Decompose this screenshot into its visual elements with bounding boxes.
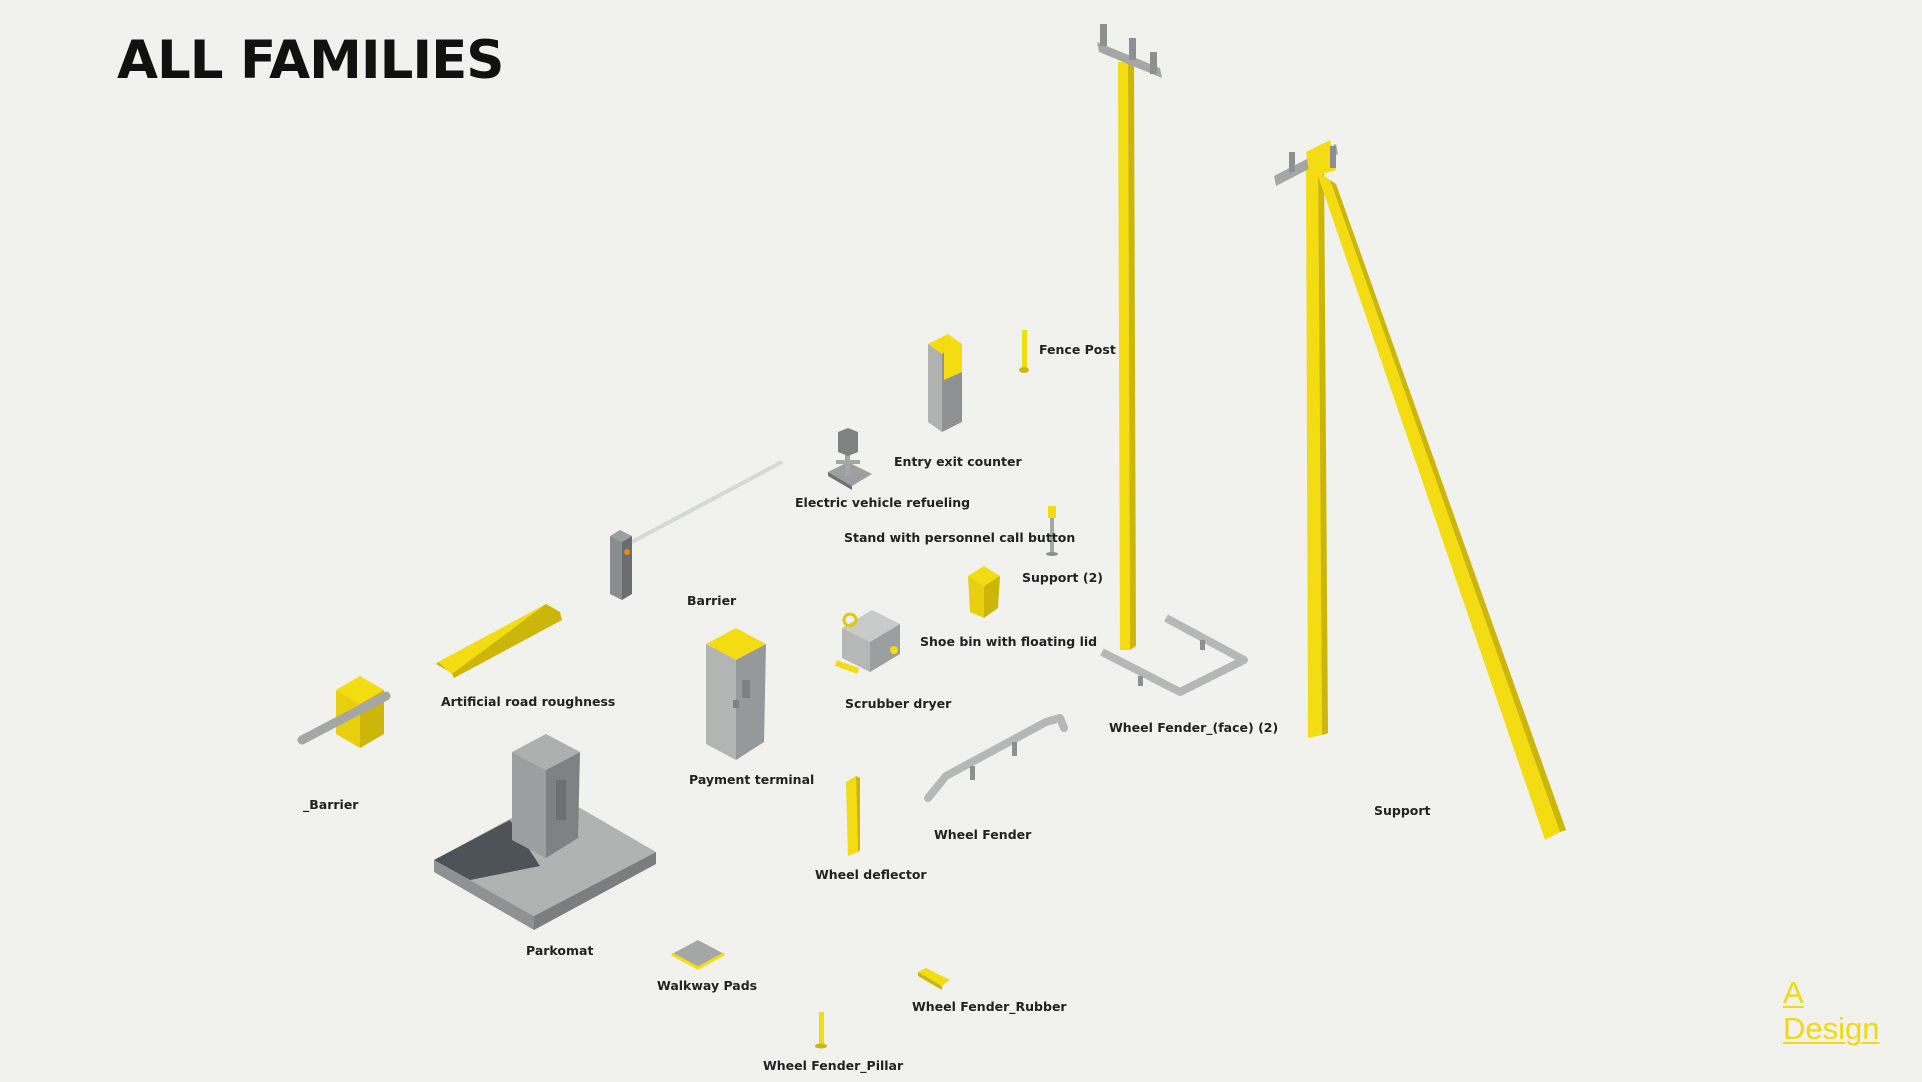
label-electric-vehicle-refueling: Electric vehicle refueling [795,495,971,510]
wheel-fender-pillar-model [815,1012,827,1049]
barrier-model [610,460,783,600]
label-walkway-pads: Walkway Pads [657,978,758,993]
page-title: ALL FAMILIES [117,30,504,91]
parkomat-model [434,734,656,930]
scrubber-dryer-model [834,610,900,674]
wheel-fender-face-model [1100,614,1248,696]
label-barrier: Barrier [687,593,737,608]
label-fence-post: Fence Post [1039,342,1116,357]
road-roughness-model [436,604,562,678]
wheel-deflector-model [846,776,860,856]
call-button-stand-model [1046,506,1058,556]
label-support-2: Support (2) [1022,570,1103,585]
label-parkomat: Parkomat [526,943,594,958]
label-wheel-fender-pillar: Wheel Fender_Pillar [763,1058,904,1073]
support-pole [1274,140,1566,840]
wheel-fender-rubber-model [918,968,950,990]
label-wheel-fender: Wheel Fender [934,827,1032,842]
walkway-pads-model [671,940,725,970]
label-payment-terminal: Payment terminal [689,772,815,787]
label-wheel-fender-rubber: Wheel Fender_Rubber [912,999,1067,1014]
entry-exit-counter-model [928,334,962,432]
fence-post-model [1019,330,1029,373]
shoe-bin-model [968,566,1000,618]
brand-logo: A Design [1783,975,1880,1047]
label-wheel-deflector: Wheel deflector [815,867,927,882]
logo-line-2: Design [1783,1011,1880,1046]
label-barrier-underscore: _Barrier [303,797,359,812]
underscore-barrier-model [297,676,391,748]
label-entry-exit-counter: Entry exit counter [894,454,1022,469]
wheel-fender-model [924,714,1068,802]
label-artificial-road-roughness: Artificial road roughness [441,694,616,709]
label-support: Support [1374,803,1431,818]
label-wheel-fender-face-2: Wheel Fender_(face) (2) [1109,720,1279,735]
label-shoe-bin: Shoe bin with floating lid [920,634,1098,649]
label-stand-call-button: Stand with personnel call button [844,530,1076,545]
label-scrubber-dryer: Scrubber dryer [845,696,952,711]
utility-pole-tall [1097,24,1162,650]
logo-line-1: A [1783,975,1804,1010]
ev-charger-model [828,428,872,490]
payment-terminal-model [706,628,766,760]
